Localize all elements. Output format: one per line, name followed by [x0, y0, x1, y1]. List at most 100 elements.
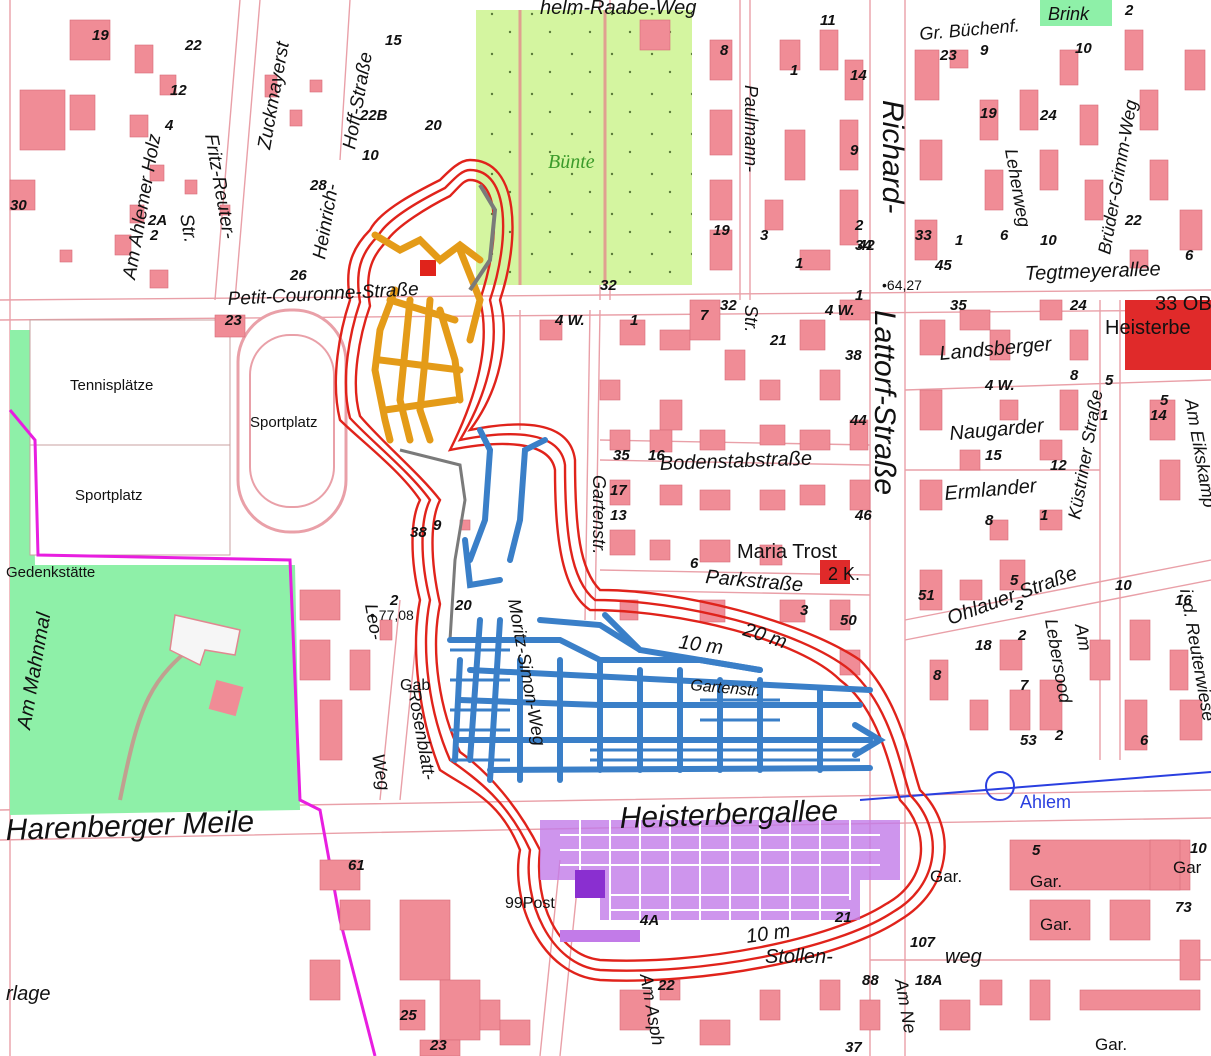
house-number: 5	[1010, 572, 1019, 589]
house-number: 2	[149, 227, 159, 244]
building	[999, 559, 1026, 591]
house-number: 22	[1124, 212, 1142, 229]
sports-field-west	[29, 444, 231, 556]
building	[939, 999, 971, 1031]
house-number: 9	[850, 142, 859, 159]
house-number: 15	[985, 447, 1002, 464]
building	[129, 114, 149, 138]
house-number: 33	[915, 227, 932, 244]
buffer-zone	[334, 158, 946, 982]
house-number: 6	[690, 555, 699, 572]
place-maria-trost: Maria Trost	[737, 541, 837, 563]
building	[1069, 329, 1089, 361]
house-number: 19	[713, 222, 730, 239]
tunnels-orange	[371, 231, 484, 444]
building-school	[1125, 300, 1211, 370]
building	[989, 519, 1009, 541]
house-number: 1	[790, 62, 798, 79]
building	[184, 179, 198, 195]
house-number: 20	[454, 597, 472, 614]
house-number: 35	[950, 297, 967, 314]
building	[1129, 249, 1149, 269]
building	[759, 989, 781, 1021]
tunnels-blue	[447, 427, 886, 783]
house-number: 4 W.	[984, 377, 1015, 394]
house-number: 45	[934, 257, 952, 274]
building	[1149, 839, 1181, 891]
place-school-2: Heisterbe	[1105, 317, 1191, 339]
house-number: 19	[980, 105, 997, 122]
street-heisterbergallee: Heisterbergallee	[619, 794, 838, 835]
spot-heights: •64,27 • 77,08	[370, 277, 922, 623]
building	[759, 544, 783, 566]
building	[859, 999, 881, 1031]
house-number: 24	[1039, 107, 1057, 124]
building	[1059, 389, 1079, 431]
house-number: 51	[918, 587, 935, 604]
house-number: 16	[1175, 592, 1192, 609]
house-number: 21	[769, 332, 787, 349]
building	[959, 449, 981, 471]
building	[819, 369, 841, 401]
building	[1059, 49, 1079, 86]
boundary-line	[8, 409, 377, 1056]
house-number: 25	[399, 1007, 417, 1024]
sports-track	[236, 308, 348, 534]
building	[1009, 689, 1031, 731]
height-2: • 77,08	[370, 607, 414, 623]
house-number: 5	[1032, 842, 1041, 859]
building	[289, 109, 303, 127]
house-number: 4 W.	[824, 302, 855, 319]
house-number: 2	[1014, 597, 1024, 614]
building	[784, 129, 806, 181]
building	[839, 299, 871, 321]
building	[849, 419, 869, 451]
tunnels-purple	[540, 820, 900, 942]
street-str: Str.	[741, 305, 761, 332]
house-number: 8	[985, 512, 994, 529]
house-number: 32	[720, 297, 737, 314]
building	[709, 39, 733, 81]
place-maria-trost-k: 2 K.	[828, 564, 860, 584]
house-number: 10	[1190, 840, 1207, 857]
house-number: 1	[1100, 407, 1108, 424]
building	[1039, 679, 1063, 731]
house-number: 23	[429, 1037, 447, 1054]
building	[264, 74, 278, 98]
house-number: 18A	[915, 972, 943, 989]
house-number: 6	[1000, 227, 1009, 244]
street-lage: rlage	[6, 983, 50, 1005]
house-number: 42	[857, 237, 875, 254]
house-number: 8	[720, 42, 729, 59]
house-number: 21	[834, 909, 852, 926]
rail-line	[859, 771, 1211, 801]
house-number: 10	[1115, 577, 1132, 594]
building	[309, 959, 341, 1001]
building	[984, 169, 1004, 211]
building	[799, 484, 826, 506]
house-number: 88	[862, 972, 879, 989]
building	[134, 44, 154, 74]
building	[1039, 149, 1059, 191]
building	[659, 329, 691, 351]
building	[709, 179, 733, 221]
house-number: 8	[933, 667, 942, 684]
place-brink: Brink	[1048, 4, 1090, 24]
building	[1149, 399, 1176, 441]
house-number: 1	[955, 232, 963, 249]
height-1: •64,27	[882, 277, 922, 293]
building	[219, 204, 231, 216]
building	[914, 219, 938, 261]
house-number: 5	[1105, 372, 1114, 389]
building	[9, 179, 36, 211]
house-number: 7	[700, 307, 709, 324]
house-number: 22	[657, 977, 675, 994]
place-gab: Gab	[400, 677, 430, 694]
building	[759, 379, 781, 401]
house-number: 4 W.	[554, 312, 585, 329]
house-number: 2	[1017, 627, 1027, 644]
place-gedenkstaette: Gedenkstätte	[6, 564, 95, 581]
building	[799, 319, 826, 351]
building	[299, 639, 331, 681]
